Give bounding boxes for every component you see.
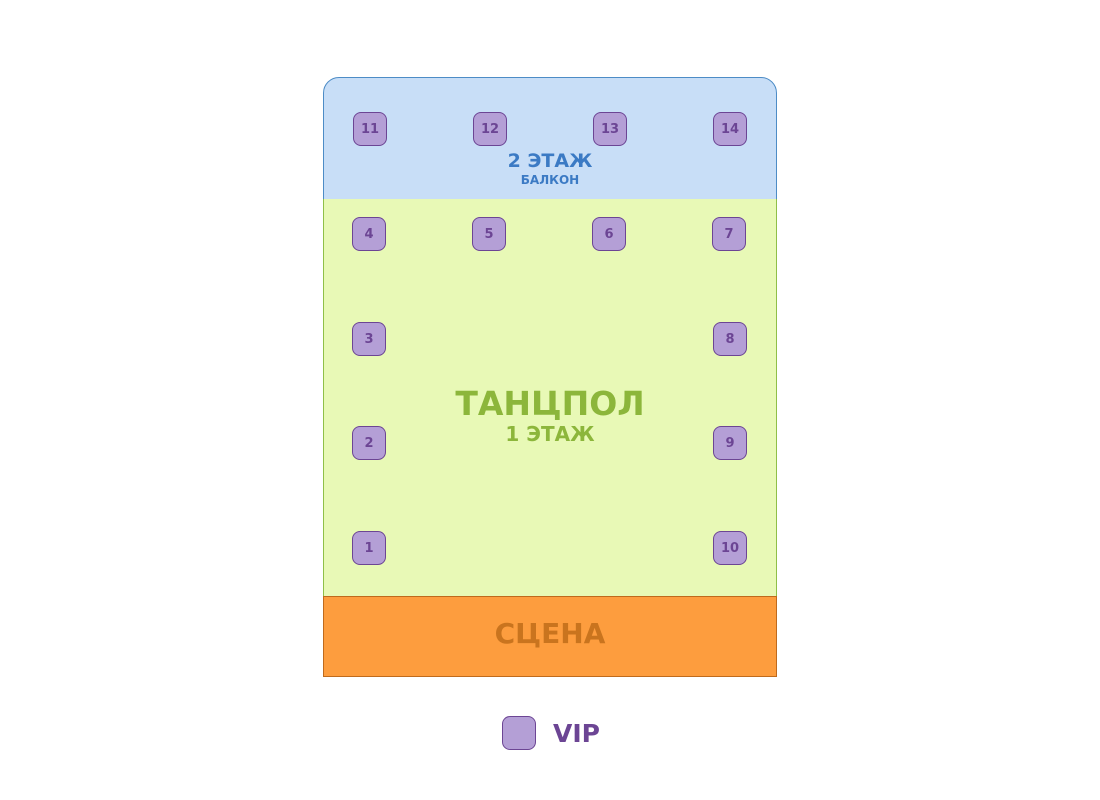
vip-table-2[interactable]: 2	[352, 426, 386, 460]
vip-legend-swatch	[502, 716, 536, 750]
vip-table-13[interactable]: 13	[593, 112, 627, 146]
vip-table-14[interactable]: 14	[713, 112, 747, 146]
dancefloor-title: ТАНЦПОЛ	[455, 384, 645, 423]
vip-legend-label: VIP	[553, 718, 600, 748]
dancefloor-subtitle: 1 ЭТАЖ	[505, 422, 595, 446]
balcony-subtitle: БАЛКОН	[520, 173, 580, 187]
stage-zone	[323, 596, 777, 677]
balcony-title: 2 ЭТАЖ	[507, 150, 593, 172]
vip-table-8[interactable]: 8	[713, 322, 747, 356]
vip-table-3[interactable]: 3	[352, 322, 386, 356]
vip-table-7[interactable]: 7	[712, 217, 746, 251]
venue-map: 2 ЭТАЖ БАЛКОН ТАНЦПОЛ 1 ЭТАЖ СЦЕНА 1 2 3…	[323, 77, 777, 677]
vip-table-10[interactable]: 10	[713, 531, 747, 565]
vip-table-12[interactable]: 12	[473, 112, 507, 146]
vip-table-1[interactable]: 1	[352, 531, 386, 565]
vip-table-9[interactable]: 9	[713, 426, 747, 460]
vip-table-6[interactable]: 6	[592, 217, 626, 251]
vip-table-5[interactable]: 5	[472, 217, 506, 251]
dancefloor-zone	[323, 199, 777, 597]
vip-table-4[interactable]: 4	[352, 217, 386, 251]
legend: VIP	[502, 716, 600, 750]
balcony-zone	[323, 77, 777, 200]
vip-table-11[interactable]: 11	[353, 112, 387, 146]
stage-title: СЦЕНА	[494, 617, 606, 650]
